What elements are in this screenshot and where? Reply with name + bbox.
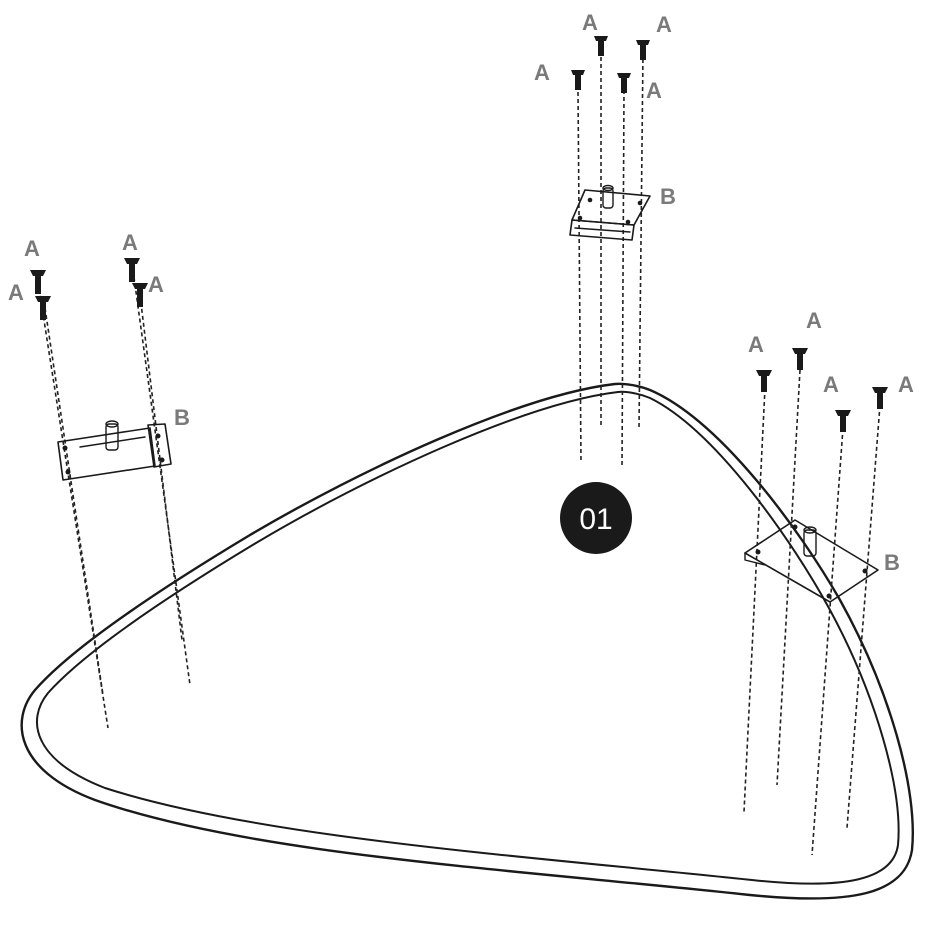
screw-label: A [24,236,40,261]
screw-label: A [748,332,764,357]
screw-label: A [646,78,662,103]
step-number: 01 [579,503,612,536]
bracket-left [57,420,172,481]
screw-label: A [8,280,24,305]
bracket-label: B [660,184,676,209]
bracket-label: B [884,550,900,575]
screw-icon [571,36,650,93]
screw-label: A [148,272,164,297]
bracket-right [744,519,879,603]
screw-icon [30,258,148,320]
base-plate [20,382,914,900]
bracket-group-right: A A A A B [743,308,914,856]
screw-label: A [656,12,672,37]
bracket-label: B [174,405,190,430]
step-badge: 01 [560,482,632,554]
screw-label: A [534,60,550,85]
bracket-group-top: A A A A B [534,10,676,468]
screw-label: A [582,10,598,35]
screw-icon [756,348,888,432]
screw-label: A [823,372,839,397]
screw-label: A [806,308,822,333]
bracket-top [569,184,651,241]
bracket-group-left: A A A A B [8,230,191,729]
screw-label: A [898,372,914,397]
screw-label: A [122,230,138,255]
